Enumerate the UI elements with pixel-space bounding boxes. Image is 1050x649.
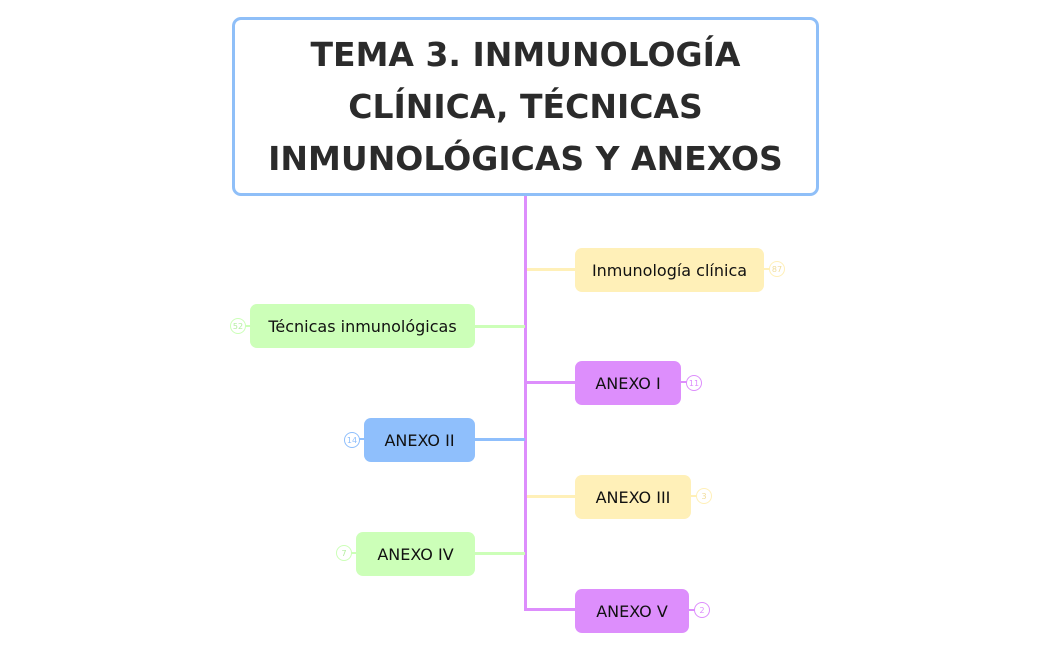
topic-label: ANEXO IV bbox=[377, 544, 454, 564]
root-topic-title: TEMA 3. INMUNOLOGÍA CLÍNICA, TÉCNICAS IN… bbox=[268, 34, 783, 178]
topic-label: ANEXO II bbox=[384, 430, 455, 450]
count-badge[interactable]: 7 bbox=[336, 545, 352, 561]
connector-anexo-ii bbox=[475, 438, 525, 441]
topic-inmunologia-clinica[interactable]: Inmunología clínica bbox=[575, 248, 764, 292]
connector-anexo-iv bbox=[475, 552, 525, 555]
topic-label: Inmunología clínica bbox=[591, 260, 748, 280]
connector-anexo-i bbox=[527, 381, 575, 384]
count-badge[interactable]: 52 bbox=[230, 318, 246, 334]
count-badge[interactable]: 2 bbox=[694, 602, 710, 618]
topic-label: ANEXO III bbox=[595, 487, 671, 507]
count-badge[interactable]: 14 bbox=[344, 432, 360, 448]
topic-label: Técnicas inmunológicas bbox=[268, 316, 457, 336]
badge-stub bbox=[764, 268, 771, 270]
badge-stub bbox=[681, 381, 688, 383]
topic-label: ANEXO I bbox=[595, 373, 661, 393]
connector-tecnicas bbox=[475, 325, 525, 328]
connector-anexo-iii bbox=[527, 495, 575, 498]
topic-tecnicas-inmunologicas[interactable]: Técnicas inmunológicas bbox=[250, 304, 475, 348]
topic-anexo-iii[interactable]: ANEXO III bbox=[575, 475, 691, 519]
trunk-connector bbox=[524, 196, 527, 611]
badge-stub bbox=[349, 552, 356, 554]
badge-stub bbox=[691, 495, 698, 497]
badge-stub bbox=[243, 325, 250, 327]
count-badge[interactable]: 3 bbox=[696, 488, 712, 504]
connector-inmunologia bbox=[527, 268, 575, 271]
count-badge[interactable]: 87 bbox=[769, 261, 785, 277]
topic-label: ANEXO V bbox=[596, 601, 668, 621]
count-badge[interactable]: 11 bbox=[686, 375, 702, 391]
connector-anexo-v bbox=[524, 608, 575, 611]
root-topic[interactable]: TEMA 3. INMUNOLOGÍA CLÍNICA, TÉCNICAS IN… bbox=[232, 17, 819, 196]
topic-anexo-i[interactable]: ANEXO I bbox=[575, 361, 681, 405]
topic-anexo-v[interactable]: ANEXO V bbox=[575, 589, 689, 633]
topic-anexo-ii[interactable]: ANEXO II bbox=[364, 418, 475, 462]
badge-stub bbox=[689, 609, 696, 611]
topic-anexo-iv[interactable]: ANEXO IV bbox=[356, 532, 475, 576]
badge-stub bbox=[357, 438, 364, 440]
